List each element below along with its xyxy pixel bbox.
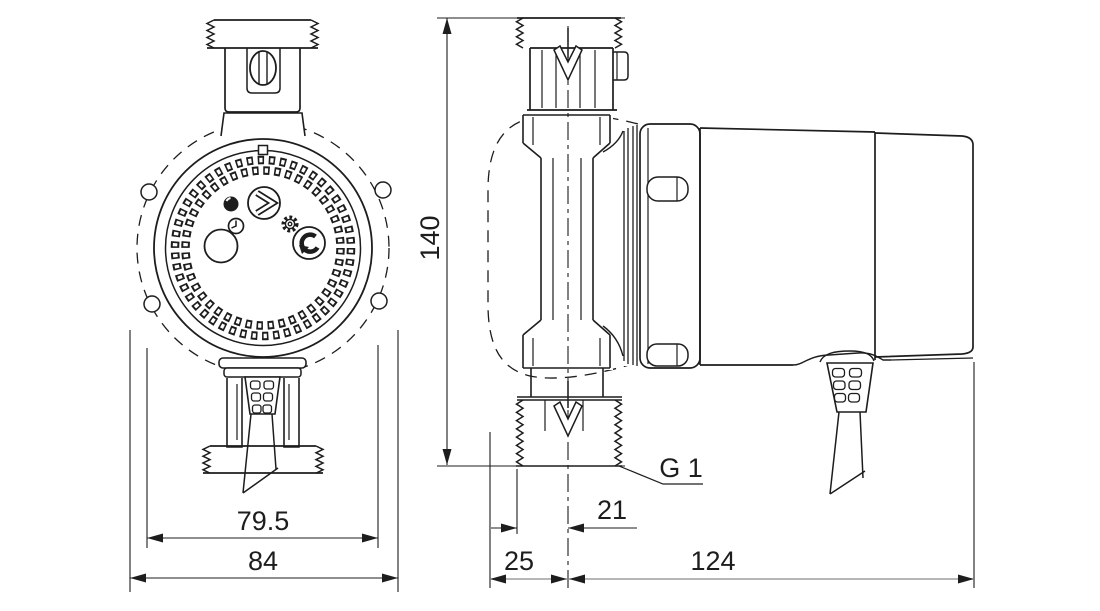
volute-flange [602,125,638,366]
dim-height-label: 140 [415,215,445,260]
dim-depth-front-label: 25 [504,546,534,576]
dim-depth-rear-label: 124 [690,546,735,576]
side-dimensions: 140 21 25 124 [415,17,975,588]
motor-body [699,127,974,366]
top-union-nut [205,19,320,49]
thread-callout: G 1 [618,453,703,485]
vent-screw-bracket [224,48,301,113]
front-bottom-connection [201,357,325,494]
power-cable-side [829,411,866,495]
clamp-ring [639,123,701,369]
top-port [514,17,629,111]
housing-tab [140,183,158,201]
dial-button [203,228,239,264]
dial-index-marker [257,144,269,156]
timer-dial-ring [170,144,356,341]
front-dimensions: 79.5 84 [129,330,399,592]
faceplate-outline [164,149,362,347]
vent-screw-icon [249,50,277,86]
bottom-port [515,368,623,467]
thread-label: G 1 [659,453,703,483]
cable-gland-side [819,350,875,495]
flow-direction-arrow [553,44,583,82]
dim-width-inner-label: 79.5 [237,506,290,536]
front-view: 79.5 84 [129,19,399,592]
indicator-dot-highlight [225,197,231,202]
gear-icon [281,215,299,233]
indicator-dot-icon [223,196,239,212]
power-cable [242,413,279,494]
control-panel [203,186,326,264]
dim-width-overall-label: 84 [248,546,278,576]
auto-reset-button [292,226,326,260]
side-view: G 1 140 21 25 124 [415,17,975,588]
auto-reset-icon [299,232,320,254]
vent-plug [613,51,629,81]
housing-tab [374,181,392,199]
clock-icon [227,217,245,235]
control-box [874,132,974,358]
housing-outline [153,138,373,358]
housing-tab [143,295,161,313]
flow-direction-arrow [553,400,583,438]
top-flange [220,112,306,137]
inline-pipe [522,114,611,369]
housing-tab [370,292,388,310]
flow-chevron-button [247,186,281,220]
dim-offset-label: 21 [597,495,627,525]
